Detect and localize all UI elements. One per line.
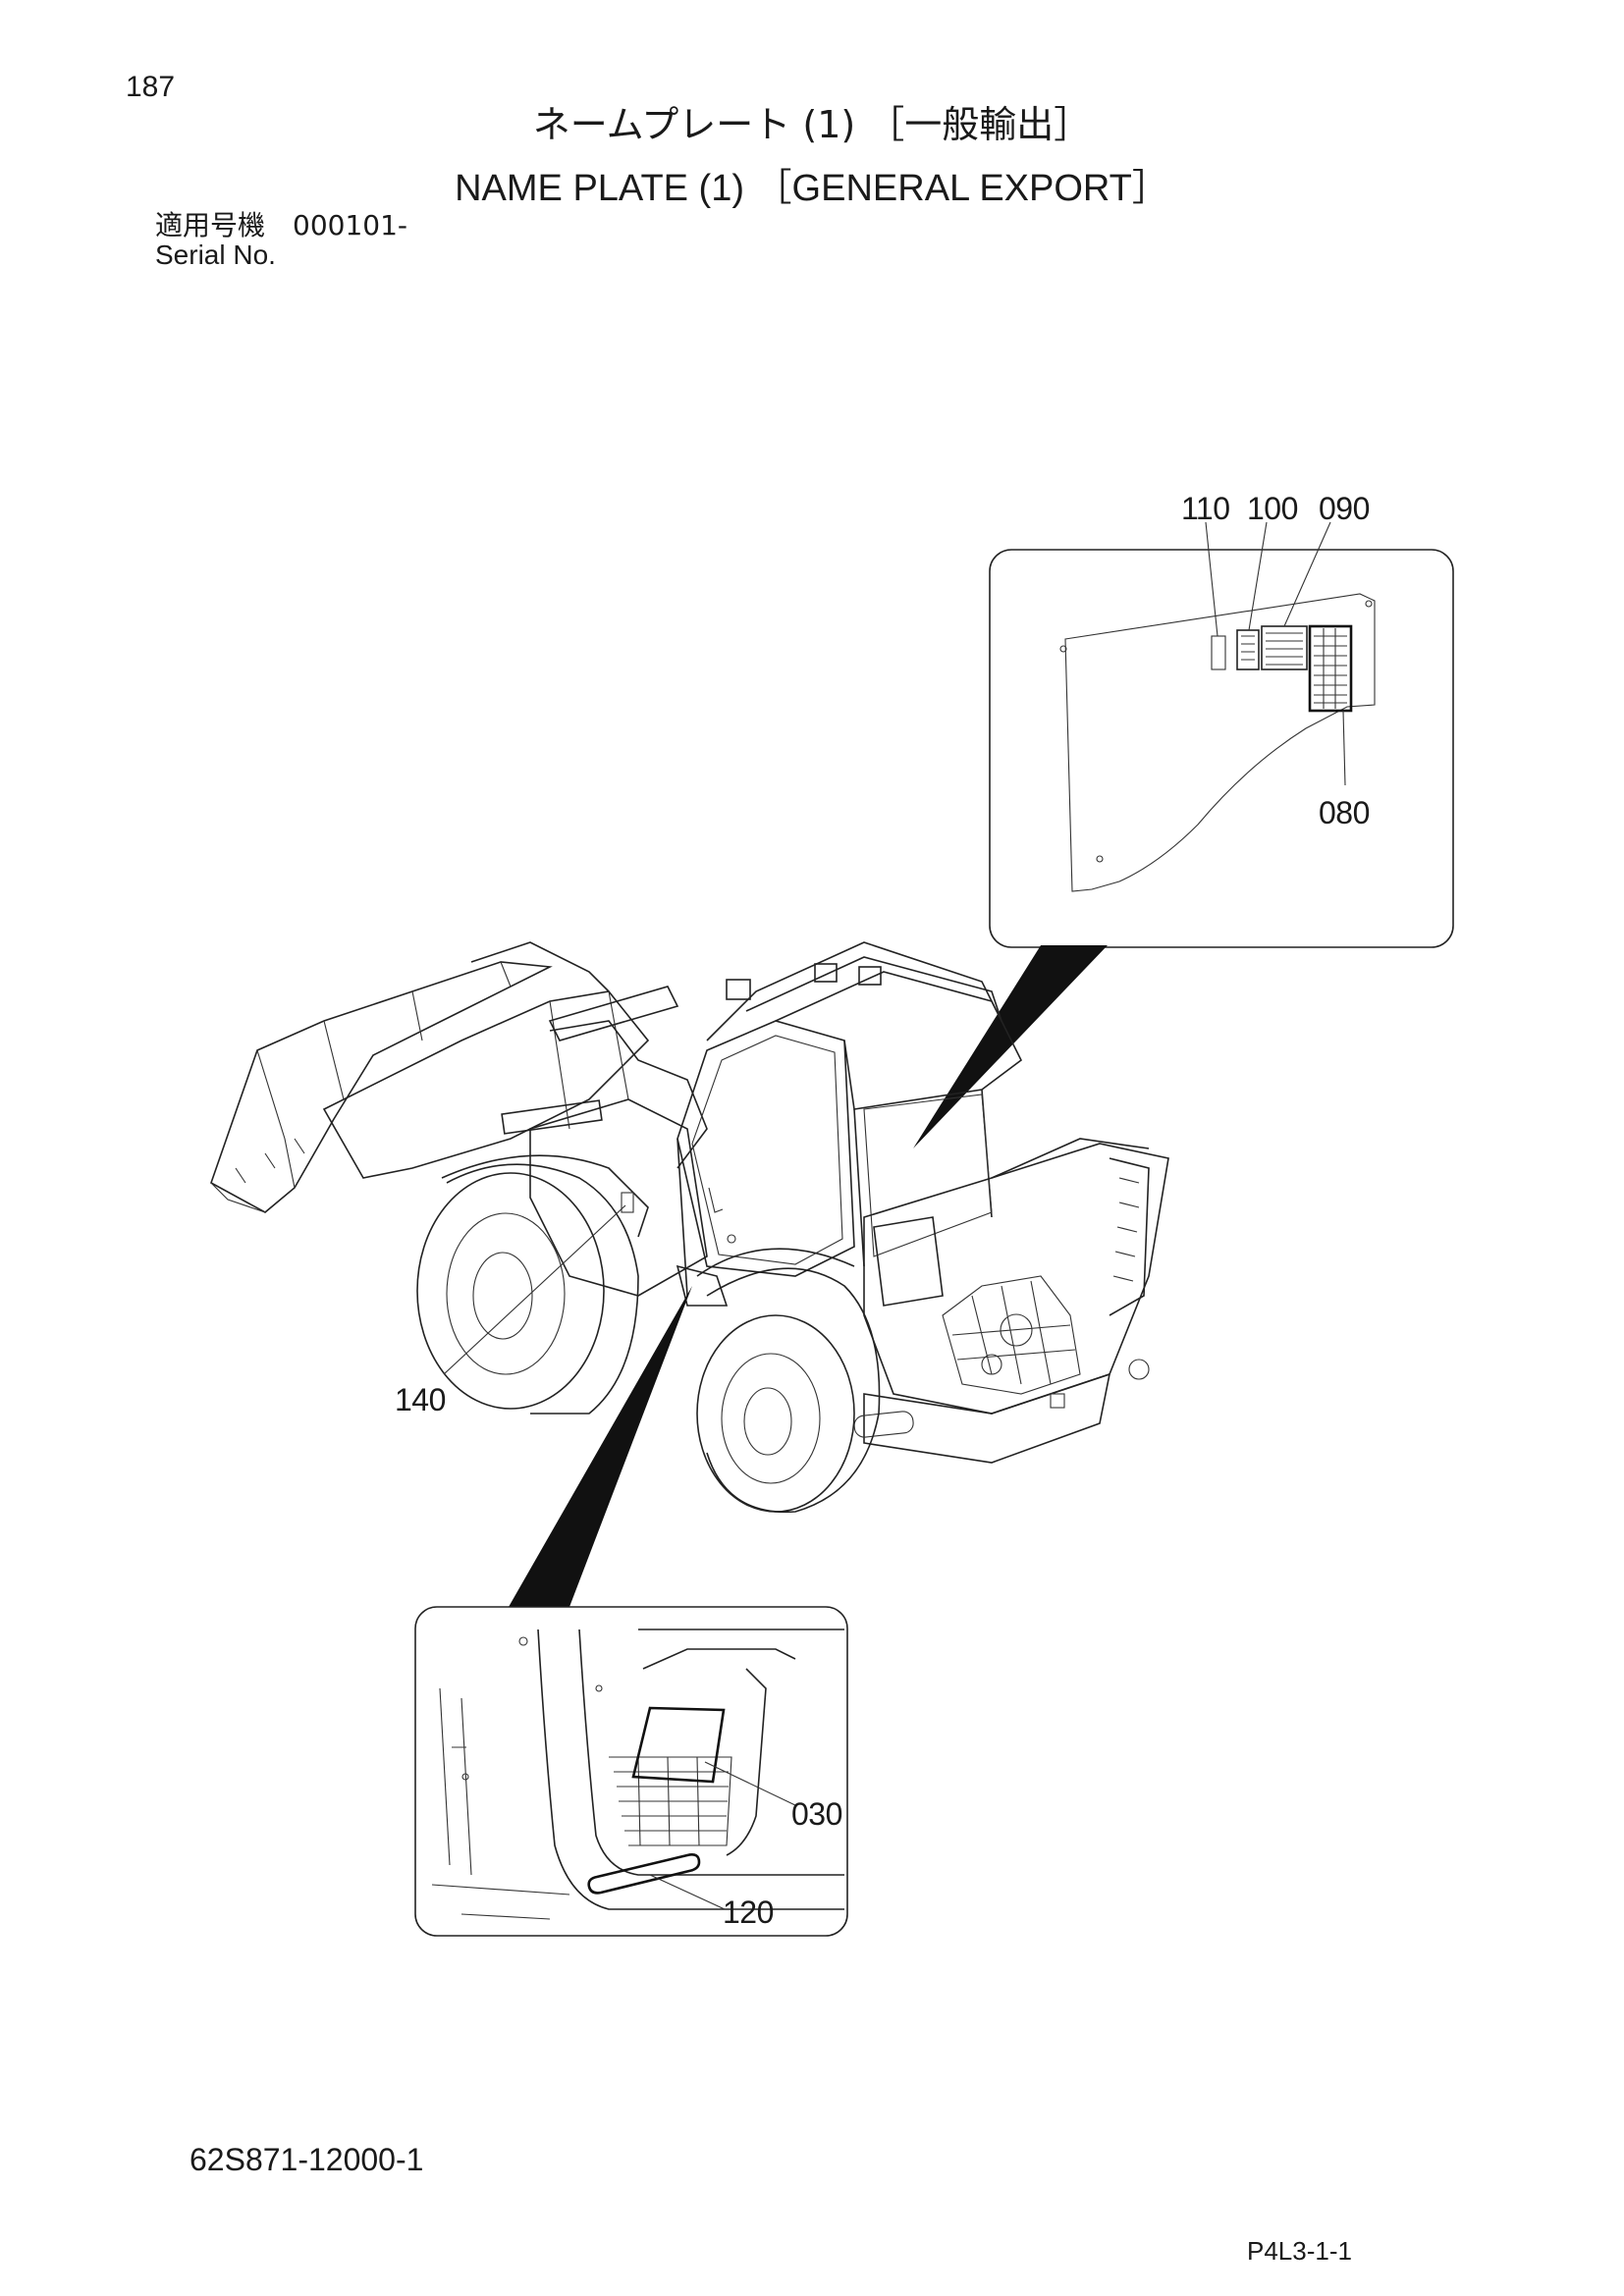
bucket xyxy=(210,961,553,1213)
cab-side-panel-outline xyxy=(1064,593,1376,892)
cab xyxy=(677,941,1023,1297)
rear-left-wheel xyxy=(696,1248,881,1514)
leader-030 xyxy=(704,1761,798,1807)
callout-120: 120 xyxy=(723,1895,774,1930)
leader-080 xyxy=(1342,710,1346,786)
leader-140 xyxy=(443,1204,626,1375)
leader-090 xyxy=(1283,521,1331,627)
page-title-english: NAME PLATE (1) ［GENERAL EXPORT］ xyxy=(455,168,1169,209)
front-left-wheel xyxy=(416,1163,639,1415)
callout-080: 080 xyxy=(1319,795,1370,830)
boom-arm xyxy=(322,990,650,1179)
rear-body xyxy=(853,1138,1169,1464)
pointer-top-detail xyxy=(913,945,1108,1148)
page-title-japanese: ネームプレート (1) ［一般輸出］ xyxy=(532,103,1092,146)
leader-110 xyxy=(1205,521,1218,637)
leader-100 xyxy=(1248,521,1268,631)
detail-view-step xyxy=(414,1606,848,1937)
cab-side-panel xyxy=(873,1216,944,1307)
decal-120 xyxy=(587,1853,701,1895)
callout-100: 100 xyxy=(1247,491,1298,526)
counterweight xyxy=(863,1372,1111,1464)
page-number: 187 xyxy=(126,71,176,103)
plate-080 xyxy=(1308,624,1353,713)
callout-030: 030 xyxy=(791,1796,842,1832)
callout-110: 110 xyxy=(1181,491,1230,526)
serial-range-japanese: 適用号機 000101- xyxy=(155,209,407,241)
detail-frame-top xyxy=(989,549,1454,948)
page-code: P4L3-1-1 xyxy=(1247,2236,1352,2266)
cab-roof xyxy=(745,956,1002,1022)
cab-step xyxy=(676,1264,729,1307)
detail-view-cab-panel xyxy=(989,521,1454,948)
drawing-number: 62S871-12000-1 xyxy=(189,2142,424,2177)
detail-frame-bottom xyxy=(414,1606,848,1937)
front-frame xyxy=(529,1098,708,1297)
decal-030 xyxy=(631,1706,726,1784)
tilt-cylinder xyxy=(548,986,679,1041)
leader-120 xyxy=(649,1874,726,1910)
pointer-bottom-detail xyxy=(509,1286,692,1607)
plate-110 xyxy=(1211,635,1226,670)
callout-140: 140 xyxy=(395,1382,446,1417)
callout-090: 090 xyxy=(1319,491,1370,526)
plate-100 xyxy=(1236,629,1260,670)
serial-label-english: Serial No. xyxy=(155,240,276,270)
wheel-loader-body xyxy=(210,941,1169,1514)
